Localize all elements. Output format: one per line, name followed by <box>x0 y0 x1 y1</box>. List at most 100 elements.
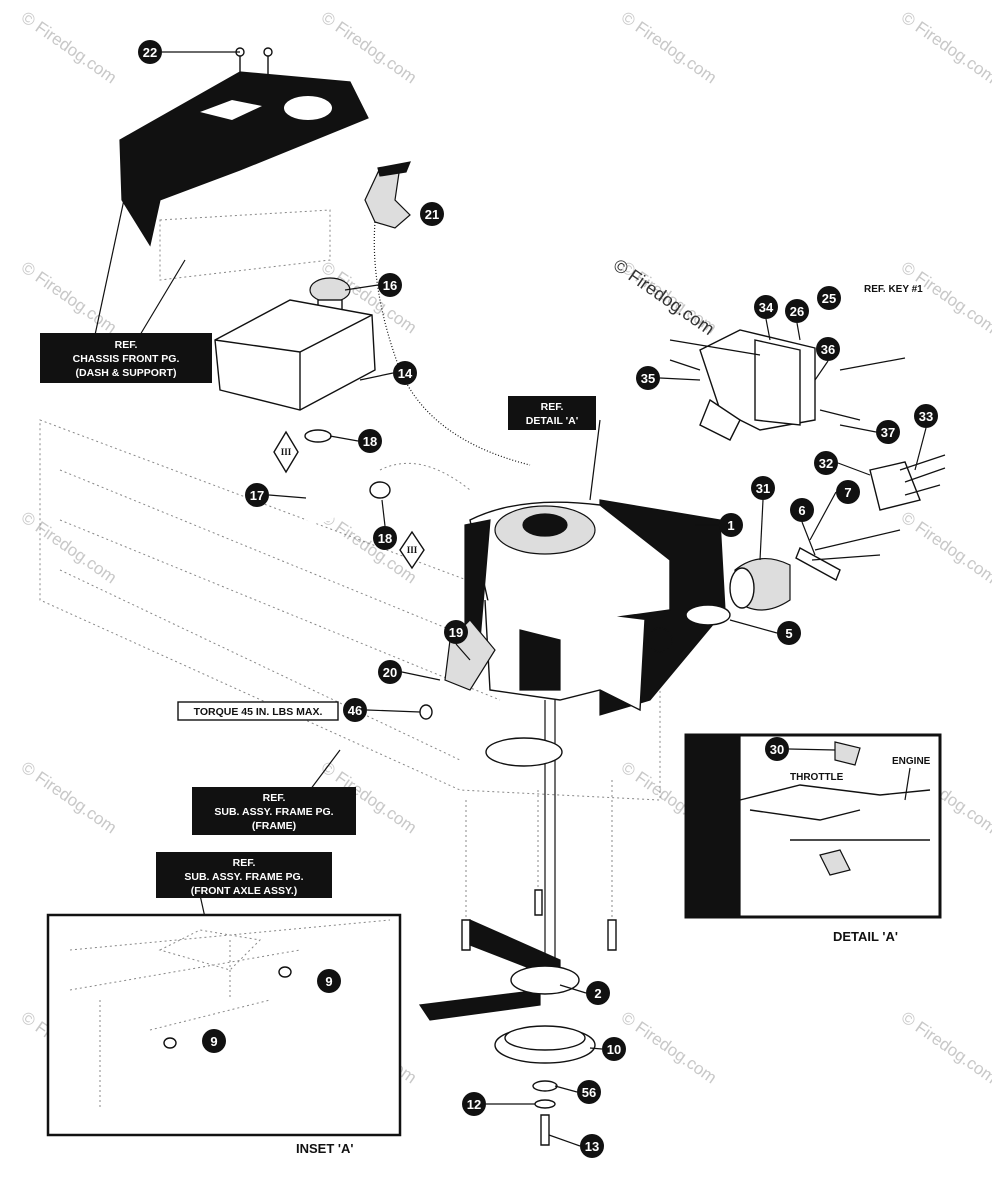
callout-c17: 17 <box>245 483 269 507</box>
callout-circle <box>462 1092 486 1116</box>
diamond-label: III <box>407 545 418 555</box>
callout-circle <box>754 295 778 319</box>
ref-front-axle-line2: SUB. ASSY. FRAME PG. <box>184 871 303 883</box>
ref-sub-frame-line3: (FRAME) <box>252 820 296 832</box>
callout-c30: 30 <box>765 737 789 761</box>
callout-number: 26 <box>790 304 804 319</box>
watermark-text: © Firedog.com <box>318 8 420 88</box>
callout-c1: 1 <box>719 513 743 537</box>
watermark-text: © Firedog.com <box>898 1008 992 1088</box>
callout-number: 34 <box>759 300 774 315</box>
detail-a-title: DETAIL 'A' <box>833 929 898 944</box>
ref-front-axle-line3: (FRONT AXLE ASSY.) <box>191 885 298 897</box>
callout-c9a: 9 <box>317 969 341 993</box>
engine-part <box>444 499 726 716</box>
callout-circle <box>602 1037 626 1061</box>
callout-c5: 5 <box>777 621 801 645</box>
callout-layer: 2221161418171813167323326253436353751920… <box>138 40 938 1158</box>
callout-number: 18 <box>378 531 392 546</box>
ref-chassis-box: REF. CHASSIS FRONT PG. (DASH & SUPPORT) <box>40 333 212 383</box>
ref-detail-a-box: REF. DETAIL 'A' <box>508 396 596 430</box>
callout-c9b: 9 <box>202 1029 226 1053</box>
inset-a <box>46 913 402 1137</box>
callout-circle <box>358 429 382 453</box>
callout-circle <box>785 299 809 323</box>
callout-c32: 32 <box>814 451 838 475</box>
hood-part <box>94 47 369 336</box>
callout-circle <box>420 202 444 226</box>
ref-key-label: REF. KEY #1 <box>864 284 923 295</box>
callout-number: 16 <box>383 278 397 293</box>
callout-number: 20 <box>383 665 397 680</box>
diamond-marker-2: III <box>399 530 425 570</box>
callout-c21: 21 <box>420 202 444 226</box>
callout-circle <box>719 513 743 537</box>
callout-c31: 31 <box>751 476 775 500</box>
ref-detail-a-line2: DETAIL 'A' <box>526 415 578 427</box>
callout-circle <box>816 337 840 361</box>
callout-c16: 16 <box>378 273 402 297</box>
ref-chassis-line2: CHASSIS FRONT PG. <box>73 353 180 365</box>
callout-c13: 13 <box>580 1134 604 1158</box>
callout-circle <box>777 621 801 645</box>
watermark-text: © Firedog.com <box>18 8 120 88</box>
callout-number: 30 <box>770 742 784 757</box>
callout-c18a: 18 <box>358 429 382 453</box>
callout-number: 36 <box>821 342 835 357</box>
callout-number: 2 <box>594 986 601 1001</box>
callout-number: 9 <box>210 1034 217 1049</box>
watermark-text-prominent: © Firedog.com <box>610 255 718 339</box>
callout-circle <box>343 698 367 722</box>
callout-number: 1 <box>727 518 734 533</box>
callout-circle <box>138 40 162 64</box>
callout-c18b: 18 <box>373 526 397 550</box>
callout-number: 6 <box>798 503 805 518</box>
callout-number: 25 <box>822 291 836 306</box>
throttle-lever-part <box>364 161 531 466</box>
ref-chassis-line1: REF. <box>115 339 138 351</box>
diamond-marker-1: III <box>273 430 299 474</box>
callout-c14: 14 <box>393 361 417 385</box>
callout-circle <box>202 1029 226 1053</box>
callout-c20: 20 <box>378 660 402 684</box>
watermark-text: © Firedog.com <box>898 8 992 88</box>
callout-c56: 56 <box>577 1080 601 1104</box>
ref-front-axle-line1: REF. <box>233 857 256 869</box>
mounting-bolts-part <box>419 700 617 985</box>
ref-front-axle-box: REF. SUB. ASSY. FRAME PG. (FRONT AXLE AS… <box>156 852 332 898</box>
callout-c22: 22 <box>138 40 162 64</box>
diamond-label: III <box>281 447 292 457</box>
watermark-text: © Firedog.com <box>18 758 120 838</box>
leader-lines <box>162 51 927 1147</box>
watermark-text: © Firedog.com <box>18 508 120 588</box>
torque-note: TORQUE 45 IN. LBS MAX. <box>177 701 339 721</box>
callout-c36: 36 <box>816 337 840 361</box>
callout-c10: 10 <box>602 1037 626 1061</box>
callout-number: 14 <box>398 366 413 381</box>
callout-number: 17 <box>250 488 264 503</box>
callout-number: 18 <box>363 434 377 449</box>
callout-circle <box>378 660 402 684</box>
torque-note-text: TORQUE 45 IN. LBS MAX. <box>194 706 323 718</box>
callout-circle <box>393 361 417 385</box>
callout-c7: 7 <box>836 480 860 504</box>
callout-circle <box>317 969 341 993</box>
callout-circle <box>586 981 610 1005</box>
callout-circle <box>790 498 814 522</box>
watermark-text: © Firedog.com <box>18 258 120 338</box>
callout-number: 7 <box>844 485 851 500</box>
callout-circle <box>636 366 660 390</box>
pulley-part <box>418 919 596 1146</box>
callout-c34: 34 <box>754 295 778 319</box>
callout-c12: 12 <box>462 1092 486 1116</box>
callout-c6: 6 <box>790 498 814 522</box>
ref-sub-frame-line2: SUB. ASSY. FRAME PG. <box>214 806 333 818</box>
callout-number: 9 <box>325 974 332 989</box>
throttle-label: THROTTLE <box>790 772 844 783</box>
callout-circle <box>914 404 938 428</box>
callout-circle <box>876 420 900 444</box>
callout-number: 13 <box>585 1139 599 1154</box>
callout-c25: 25 <box>817 286 841 310</box>
muffler-part <box>685 529 901 626</box>
